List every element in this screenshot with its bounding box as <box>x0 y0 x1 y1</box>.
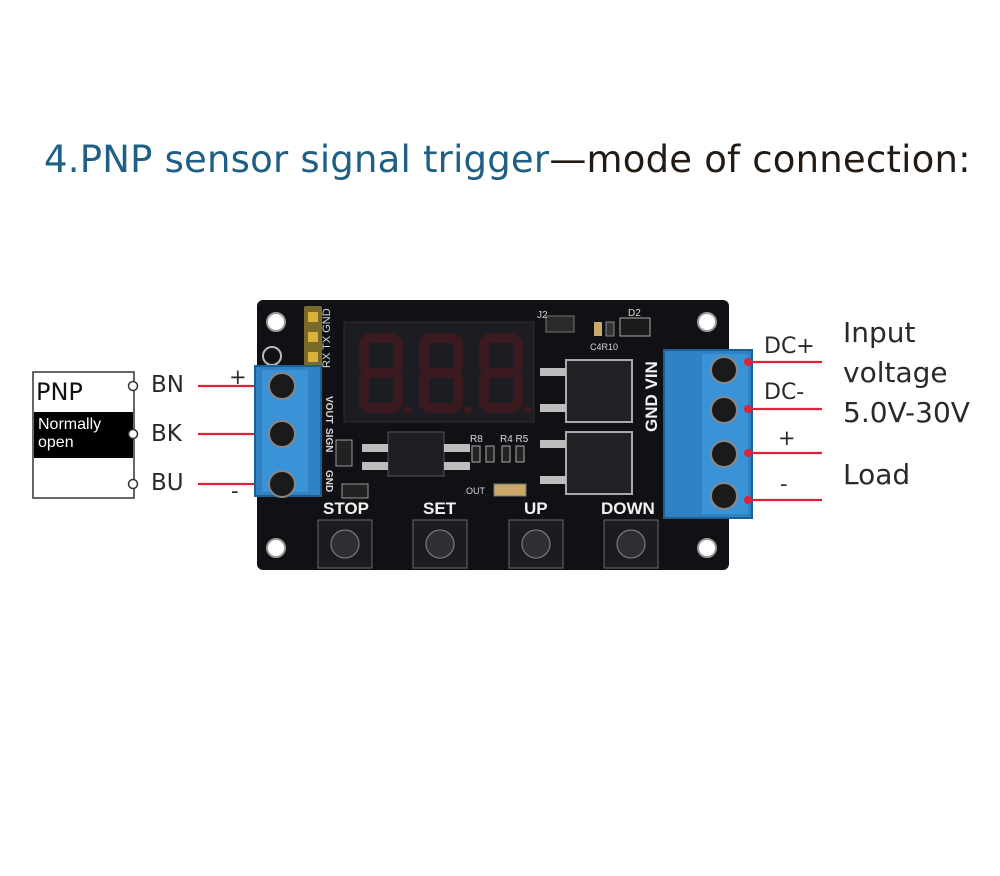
screw-sign <box>268 420 296 448</box>
res-r10 <box>605 321 615 337</box>
relay-module-board: RX TX GND J2 D2 C4R10 <box>254 300 753 570</box>
button-stop[interactable] <box>317 519 373 569</box>
button-down[interactable] <box>603 519 659 569</box>
dc-minus-label: DC- <box>764 380 805 405</box>
pnp-sensor-box <box>32 371 135 499</box>
silk-j2: J2 <box>537 310 548 321</box>
sensor-mode-line-1: Normally <box>38 416 102 433</box>
label-down: DOWN <box>601 499 655 518</box>
title-part-2: —mode of connection: <box>549 138 971 181</box>
seven-segment-display <box>343 321 535 423</box>
input-terminal-block <box>254 365 322 498</box>
screw-load-plus <box>710 440 738 468</box>
label-up: UP <box>524 499 548 518</box>
input-voltage-line-2: voltage <box>843 356 948 389</box>
label-set: SET <box>423 499 457 518</box>
chip-small <box>335 439 353 467</box>
screw-load-minus <box>710 482 738 510</box>
screw-gnd <box>268 470 296 498</box>
sensor-mode: Normally open <box>38 416 101 452</box>
screw-dc-plus <box>710 356 738 384</box>
uart-header <box>304 306 322 370</box>
button-set[interactable] <box>412 519 468 569</box>
silk-c4r10: C4R10 <box>590 342 618 352</box>
wire-load-minus-dot <box>744 496 752 504</box>
dc-plus-label: DC+ <box>764 334 815 359</box>
sensor-type: PNP <box>36 378 83 406</box>
page-title: 4.PNP sensor signal trigger—mode of conn… <box>44 138 971 181</box>
label-stop: STOP <box>323 499 369 518</box>
load-minus-label: - <box>780 472 788 496</box>
silk-r8: R8 <box>470 434 483 445</box>
input-voltage-line-1: Input <box>843 316 916 349</box>
wire-load-plus-dot <box>744 449 752 457</box>
wire-label-bu: BU <box>151 470 184 496</box>
mount-hole-tl <box>266 312 286 332</box>
resistor-row <box>471 445 525 463</box>
pin-vout: VOUT <box>323 396 334 424</box>
chip-302 <box>341 483 369 499</box>
silk-r4r5: R4 R5 <box>500 434 529 445</box>
output-terminal-block <box>663 349 753 519</box>
cap-c4 <box>594 322 602 336</box>
silk-d2: D2 <box>628 308 641 319</box>
screw-dc-minus <box>710 396 738 424</box>
wire-label-bn: BN <box>151 372 184 398</box>
sensor-label-band <box>34 412 133 458</box>
mosfet-1 <box>540 359 633 423</box>
sensor-mode-line-2: open <box>38 434 74 451</box>
wire-label-bk: BK <box>151 421 182 447</box>
pin-sign: SIGN <box>323 428 334 452</box>
output-wires <box>748 360 822 502</box>
screw-vout <box>268 372 296 400</box>
header-label: RX TX GND <box>321 308 333 368</box>
chip-j2 <box>545 315 575 333</box>
sensor-wire-terminals <box>127 380 139 490</box>
mount-hole-br <box>697 538 717 558</box>
load-label: Load <box>843 458 911 491</box>
mount-hole-bl <box>266 538 286 558</box>
silk-gnd-vin: GND VIN <box>642 361 661 432</box>
input-plus-mark: + <box>229 365 247 389</box>
wire-dc-plus-dot <box>744 358 752 366</box>
input-voltage-range: 5.0V-30V <box>843 396 970 429</box>
silk-out: OUT <box>466 486 486 496</box>
pin-gnd: GND <box>323 470 334 492</box>
load-plus-label: + <box>778 426 796 450</box>
button-up[interactable] <box>508 519 564 569</box>
regulator-ic <box>362 431 470 477</box>
mount-hole-tr <box>697 312 717 332</box>
led-out <box>493 483 527 497</box>
input-minus-mark: - <box>231 479 239 503</box>
mosfet-2 <box>540 431 633 495</box>
diode-d2 <box>619 317 651 337</box>
title-part-1: 4.PNP sensor signal trigger <box>44 138 550 181</box>
wire-dc-minus-dot <box>744 405 752 413</box>
